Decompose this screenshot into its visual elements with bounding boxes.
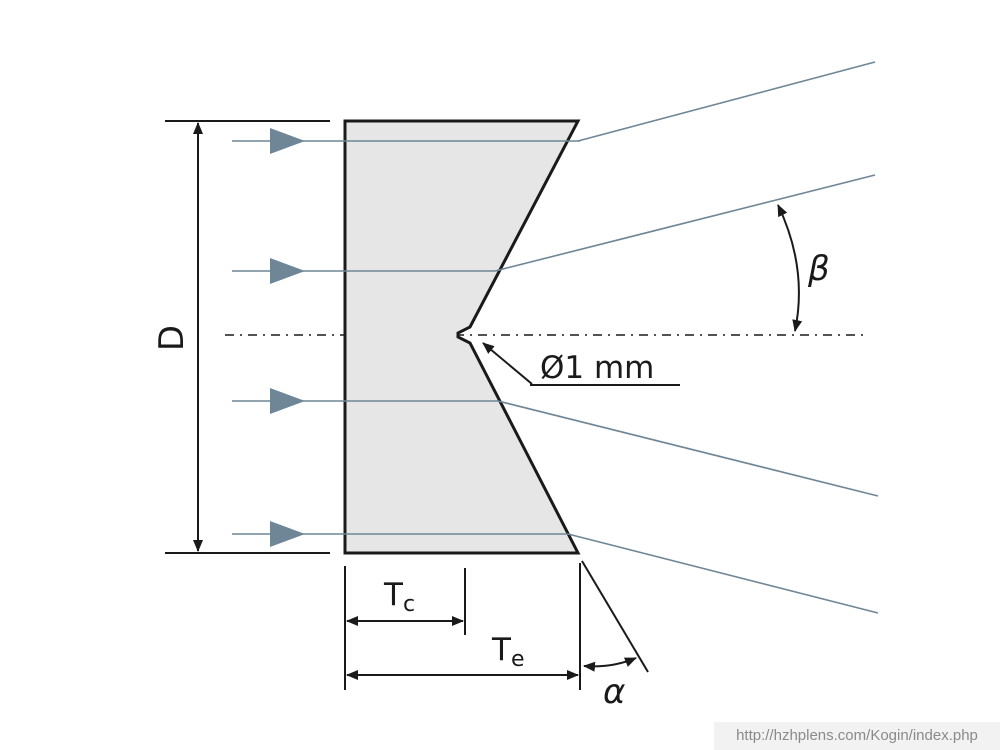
ray-arrow-1 — [270, 128, 305, 154]
hole-leader-line — [482, 342, 533, 385]
alpha-angle-arc — [583, 657, 637, 672]
refracted-ray-2 — [494, 174, 876, 272]
edge-thickness-main: T — [491, 632, 512, 668]
diameter-label: D — [152, 325, 192, 351]
thickness-dimensions — [344, 563, 581, 690]
source-url-watermark: http://hzhplens.com/Kogin/index.php — [714, 722, 1000, 750]
refracted-ray-3 — [497, 400, 879, 497]
beta-label: β — [807, 249, 830, 289]
axicon-lens-body — [343, 119, 581, 555]
alpha-reference-line — [581, 560, 649, 673]
center-thickness-sub: c — [403, 592, 415, 617]
center-thickness-main: T — [383, 577, 404, 613]
center-thickness-label: Tc — [383, 577, 415, 617]
edge-thickness-label: Te — [491, 632, 524, 672]
hole-diameter-label: Ø1 mm — [540, 350, 654, 386]
diameter-dimension — [165, 120, 330, 554]
refracted-ray-4 — [567, 533, 879, 614]
beta-angle-arc — [777, 204, 803, 332]
refracted-rays — [494, 61, 879, 614]
refracted-ray-1 — [577, 61, 876, 142]
ray-arrow-2 — [270, 258, 305, 284]
alpha-label: α — [603, 672, 625, 712]
ray-arrow-4 — [270, 521, 305, 547]
ray-arrow-3 — [270, 388, 305, 414]
edge-thickness-sub: e — [511, 647, 525, 672]
